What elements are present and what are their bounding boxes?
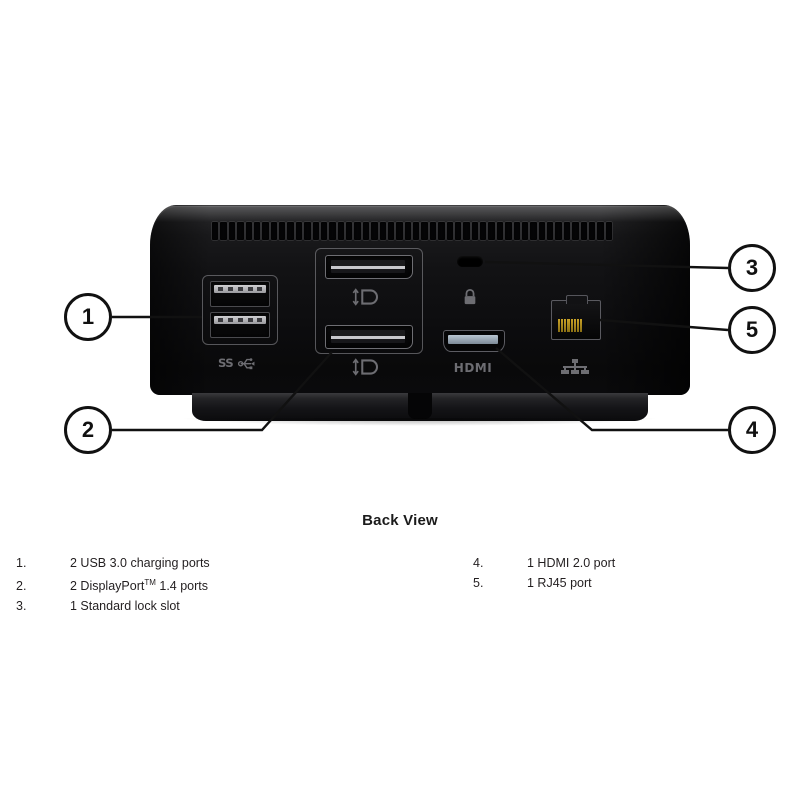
displayport-bottom bbox=[325, 325, 413, 349]
svg-text:HDMI: HDMI bbox=[454, 361, 492, 374]
legend-item: 5. 1 RJ45 port bbox=[473, 573, 615, 593]
device-illustration: SS bbox=[64, 205, 776, 454]
legend-item: 3. 1 Standard lock slot bbox=[16, 596, 210, 616]
displayport-contacts bbox=[331, 330, 405, 343]
legend-left-column: 1. 2 USB 3.0 charging ports 2. 2 Display… bbox=[16, 553, 210, 616]
hdmi-label: HDMI bbox=[440, 360, 506, 377]
legend-item: 4. 1 HDMI 2.0 port bbox=[473, 553, 615, 573]
callout-2[interactable]: 2 bbox=[64, 406, 112, 454]
usb-port-top bbox=[210, 281, 270, 307]
usb-tongue bbox=[214, 285, 266, 293]
usb-superspeed-icon: SS bbox=[205, 355, 275, 375]
legend-number: 3. bbox=[16, 599, 27, 614]
vent-grille bbox=[212, 222, 612, 240]
legend-text-after: 1.4 ports bbox=[155, 579, 209, 594]
legend-item: 2. 2 DisplayPortTM 1.4 ports bbox=[16, 573, 210, 596]
displayport-contacts bbox=[331, 260, 405, 273]
svg-text:SS: SS bbox=[218, 356, 233, 370]
legend-text: 2 USB 3.0 charging ports bbox=[70, 556, 210, 570]
base-shadow bbox=[180, 418, 660, 426]
usb-tongue bbox=[214, 316, 266, 324]
security-lock-slot bbox=[457, 256, 483, 267]
callout-5[interactable]: 5 bbox=[728, 306, 776, 354]
hdmi-contacts bbox=[448, 335, 498, 344]
callout-1[interactable]: 1 bbox=[64, 293, 112, 341]
usb-port-group-outline bbox=[202, 275, 278, 345]
legend-number: 5. bbox=[473, 576, 484, 590]
rj45-ethernet-port bbox=[551, 295, 601, 340]
rj45-pins bbox=[558, 319, 582, 332]
legend-number: 1. bbox=[16, 556, 27, 570]
displayport-icon-bottom bbox=[340, 358, 396, 379]
legend-number: 2. bbox=[16, 579, 27, 594]
lock-icon bbox=[457, 288, 483, 309]
legend-text: 1 RJ45 port bbox=[527, 576, 592, 590]
legend-text: 2 DisplayPortTM 1.4 ports bbox=[70, 573, 208, 596]
trademark-symbol: TM bbox=[144, 578, 156, 587]
ethernet-icon bbox=[551, 358, 599, 377]
legend-right-column: 4. 1 HDMI 2.0 port 5. 1 RJ45 port bbox=[473, 553, 615, 593]
legend-item: 1. 2 USB 3.0 charging ports bbox=[16, 553, 210, 573]
displayport-top bbox=[325, 255, 413, 279]
figure-title: Back View bbox=[362, 512, 438, 529]
usb-port-bottom bbox=[210, 312, 270, 338]
legend-number: 4. bbox=[473, 556, 484, 570]
rj45-clip bbox=[566, 295, 588, 304]
displayport-group-outline bbox=[315, 248, 423, 354]
dock-base bbox=[192, 393, 648, 421]
legend-text-before: 2 DisplayPort bbox=[70, 579, 145, 594]
callout-3[interactable]: 3 bbox=[728, 244, 776, 292]
callout-4[interactable]: 4 bbox=[728, 406, 776, 454]
displayport-icon-top bbox=[340, 288, 396, 309]
hdmi-port bbox=[443, 330, 505, 352]
base-notch bbox=[408, 393, 432, 419]
legend-text: 1 HDMI 2.0 port bbox=[527, 556, 616, 570]
legend-text: 1 Standard lock slot bbox=[70, 599, 180, 614]
